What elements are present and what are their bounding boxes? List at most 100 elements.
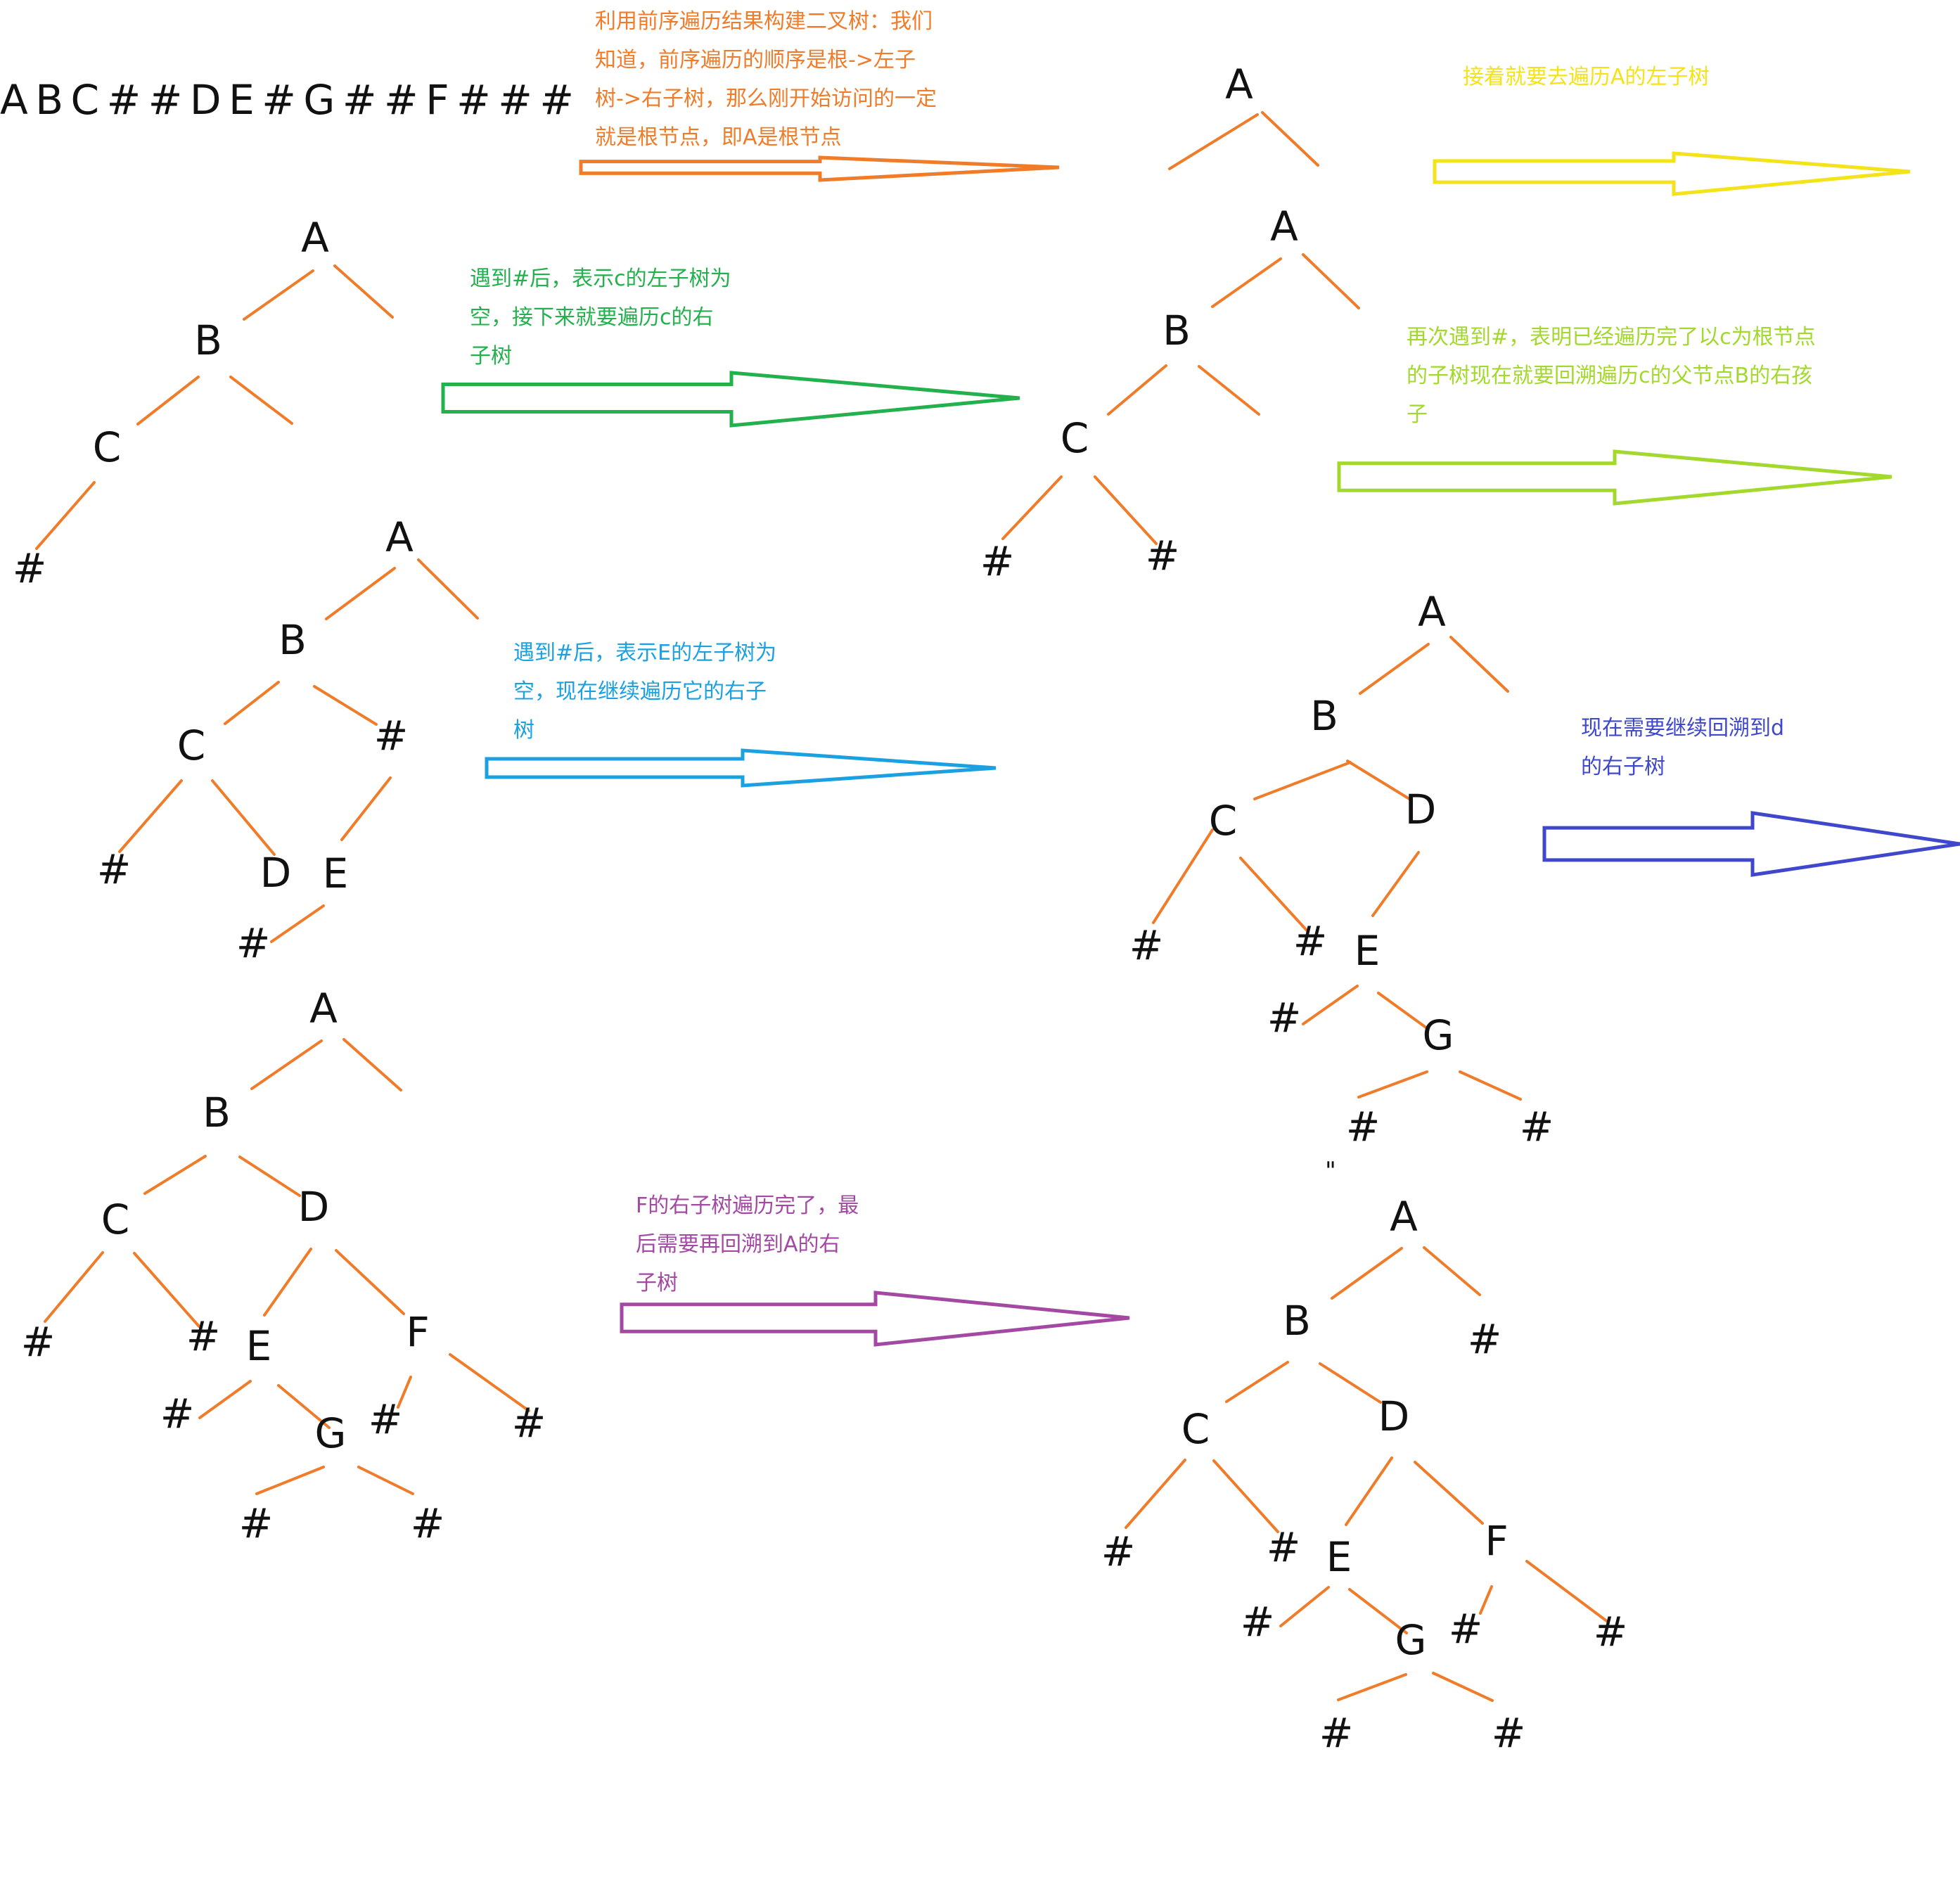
stray-mark: " [1325,1157,1336,1185]
tree-node: A [1418,588,1446,636]
tree-node: C [1209,797,1238,845]
annotation-line: 接着就要去遍历A的左子树 [1463,65,1710,89]
tree-edge [1331,1247,1403,1300]
annotation-line: 再次遇到#，表明已经遍历完了以c为根节点 [1407,325,1816,350]
tree-edge [1107,364,1167,416]
tree-edge [1152,828,1214,924]
null-node: # [239,1499,274,1547]
tree-edge [277,1384,331,1429]
step-arrow [1433,151,1911,196]
tree-edge [357,1466,414,1495]
tree-edge [263,1248,312,1317]
null-node: # [1449,1605,1483,1653]
tree-node: E [1354,927,1381,975]
tree-edge [1525,1560,1609,1623]
annotation-line: 空，现在继续遍历它的右子 [513,679,767,704]
tree-step-2: A B C # [13,214,394,592]
tree-step-3: ABC## [980,203,1360,585]
tree-node: G [1395,1616,1427,1664]
tree-edge [1459,1070,1522,1101]
tree-edge [1198,365,1260,416]
null-node: # [512,1399,546,1447]
null-node: # [1146,532,1180,579]
tree-edge [1253,761,1352,800]
tree-edge [1125,1459,1186,1529]
tree-node: E [323,850,349,897]
tree-node: B [194,316,222,364]
preorder-sequence: A B C # # D E # G # # F # # # [0,76,574,124]
tree-edge [342,1038,402,1091]
null-node: # [1267,1523,1301,1571]
tree-node: C [177,722,206,769]
tree-edge [1377,992,1428,1030]
tree-edge [270,904,325,943]
tree-node: B [1283,1297,1311,1345]
tree-node: A [1225,60,1253,108]
null-node: # [1492,1709,1526,1757]
tree-node: F [406,1308,429,1356]
annotation-line: 空，接下来就要遍历c的右 [470,305,714,330]
tree-edge [35,481,96,550]
step-arrow [579,155,1060,182]
annotation-line: 利用前序遍历结果构建二叉树：我们 [595,9,933,34]
null-node: # [374,712,409,760]
annotation-line: 后需要再回溯到A的右 [636,1232,840,1257]
tree-node: B [1310,692,1338,740]
tree-node: A [1270,203,1298,250]
tree-edge [1346,760,1411,800]
tree-edge [133,1252,200,1328]
root-note: 利用前序遍历结果构建二叉树：我们知道，前序遍历的顺序是根->左子树->右子树，那… [595,9,937,150]
annotation-line: 就是根节点，即A是根节点 [595,125,842,150]
tree-node: E [1326,1533,1352,1581]
tree-edge [1432,1672,1494,1702]
tree-edge [1449,636,1509,693]
tree-edge [1279,1586,1330,1627]
tree-node: A [301,214,329,262]
tree-step-5: ABC##DE#G## [1129,588,1554,1151]
tree-edge [255,1466,325,1495]
null-node: # [1346,1103,1381,1151]
step-arrow [485,748,997,788]
tree-edge [243,269,314,321]
null-node: # [1267,994,1302,1042]
tree-edge [1261,111,1319,167]
step-arrow [441,371,1020,428]
annotation-line: 子树 [636,1271,678,1295]
annotation-line: 子树 [470,344,512,369]
tree-node: C [93,423,122,471]
tree-step-1: A [1168,60,1319,170]
tree-edge [211,779,276,856]
annotation-line: 树 [513,718,534,743]
annotation-line: 的子树现在就要回溯遍历c的父节点B的右孩 [1407,364,1812,388]
tree-node: C [101,1196,130,1243]
tree-node: B [203,1089,231,1136]
tree-edge [1001,475,1063,540]
tree-edge [1359,643,1430,695]
tree-edge [1225,1361,1289,1403]
tree-node: D [260,849,292,897]
step-arrow [620,1291,1130,1347]
tree-edge [1302,253,1360,309]
tree-edge [1239,857,1309,933]
null-node: # [236,919,271,967]
tree-node: C [1181,1405,1210,1453]
tree-edge [397,1376,412,1409]
null-node: # [1468,1315,1502,1363]
tree-node: D [298,1183,330,1231]
tree-edge [1337,1673,1407,1701]
null-node: # [13,544,47,592]
tree-edge [417,558,479,620]
tree-edge [1168,113,1259,170]
tree-edge [449,1353,530,1412]
tree-edge [1357,1070,1428,1099]
tree-step-7: AB#C##DE#G##F## [1101,1193,1628,1757]
annotation-line: 遇到#后，表示E的左子树为 [513,641,776,665]
tree-edge [1094,475,1158,545]
null-node: # [1101,1528,1136,1575]
tree-edge [250,1039,323,1090]
annotation-line: 的右子树 [1581,755,1665,779]
tree-edge [229,376,293,425]
